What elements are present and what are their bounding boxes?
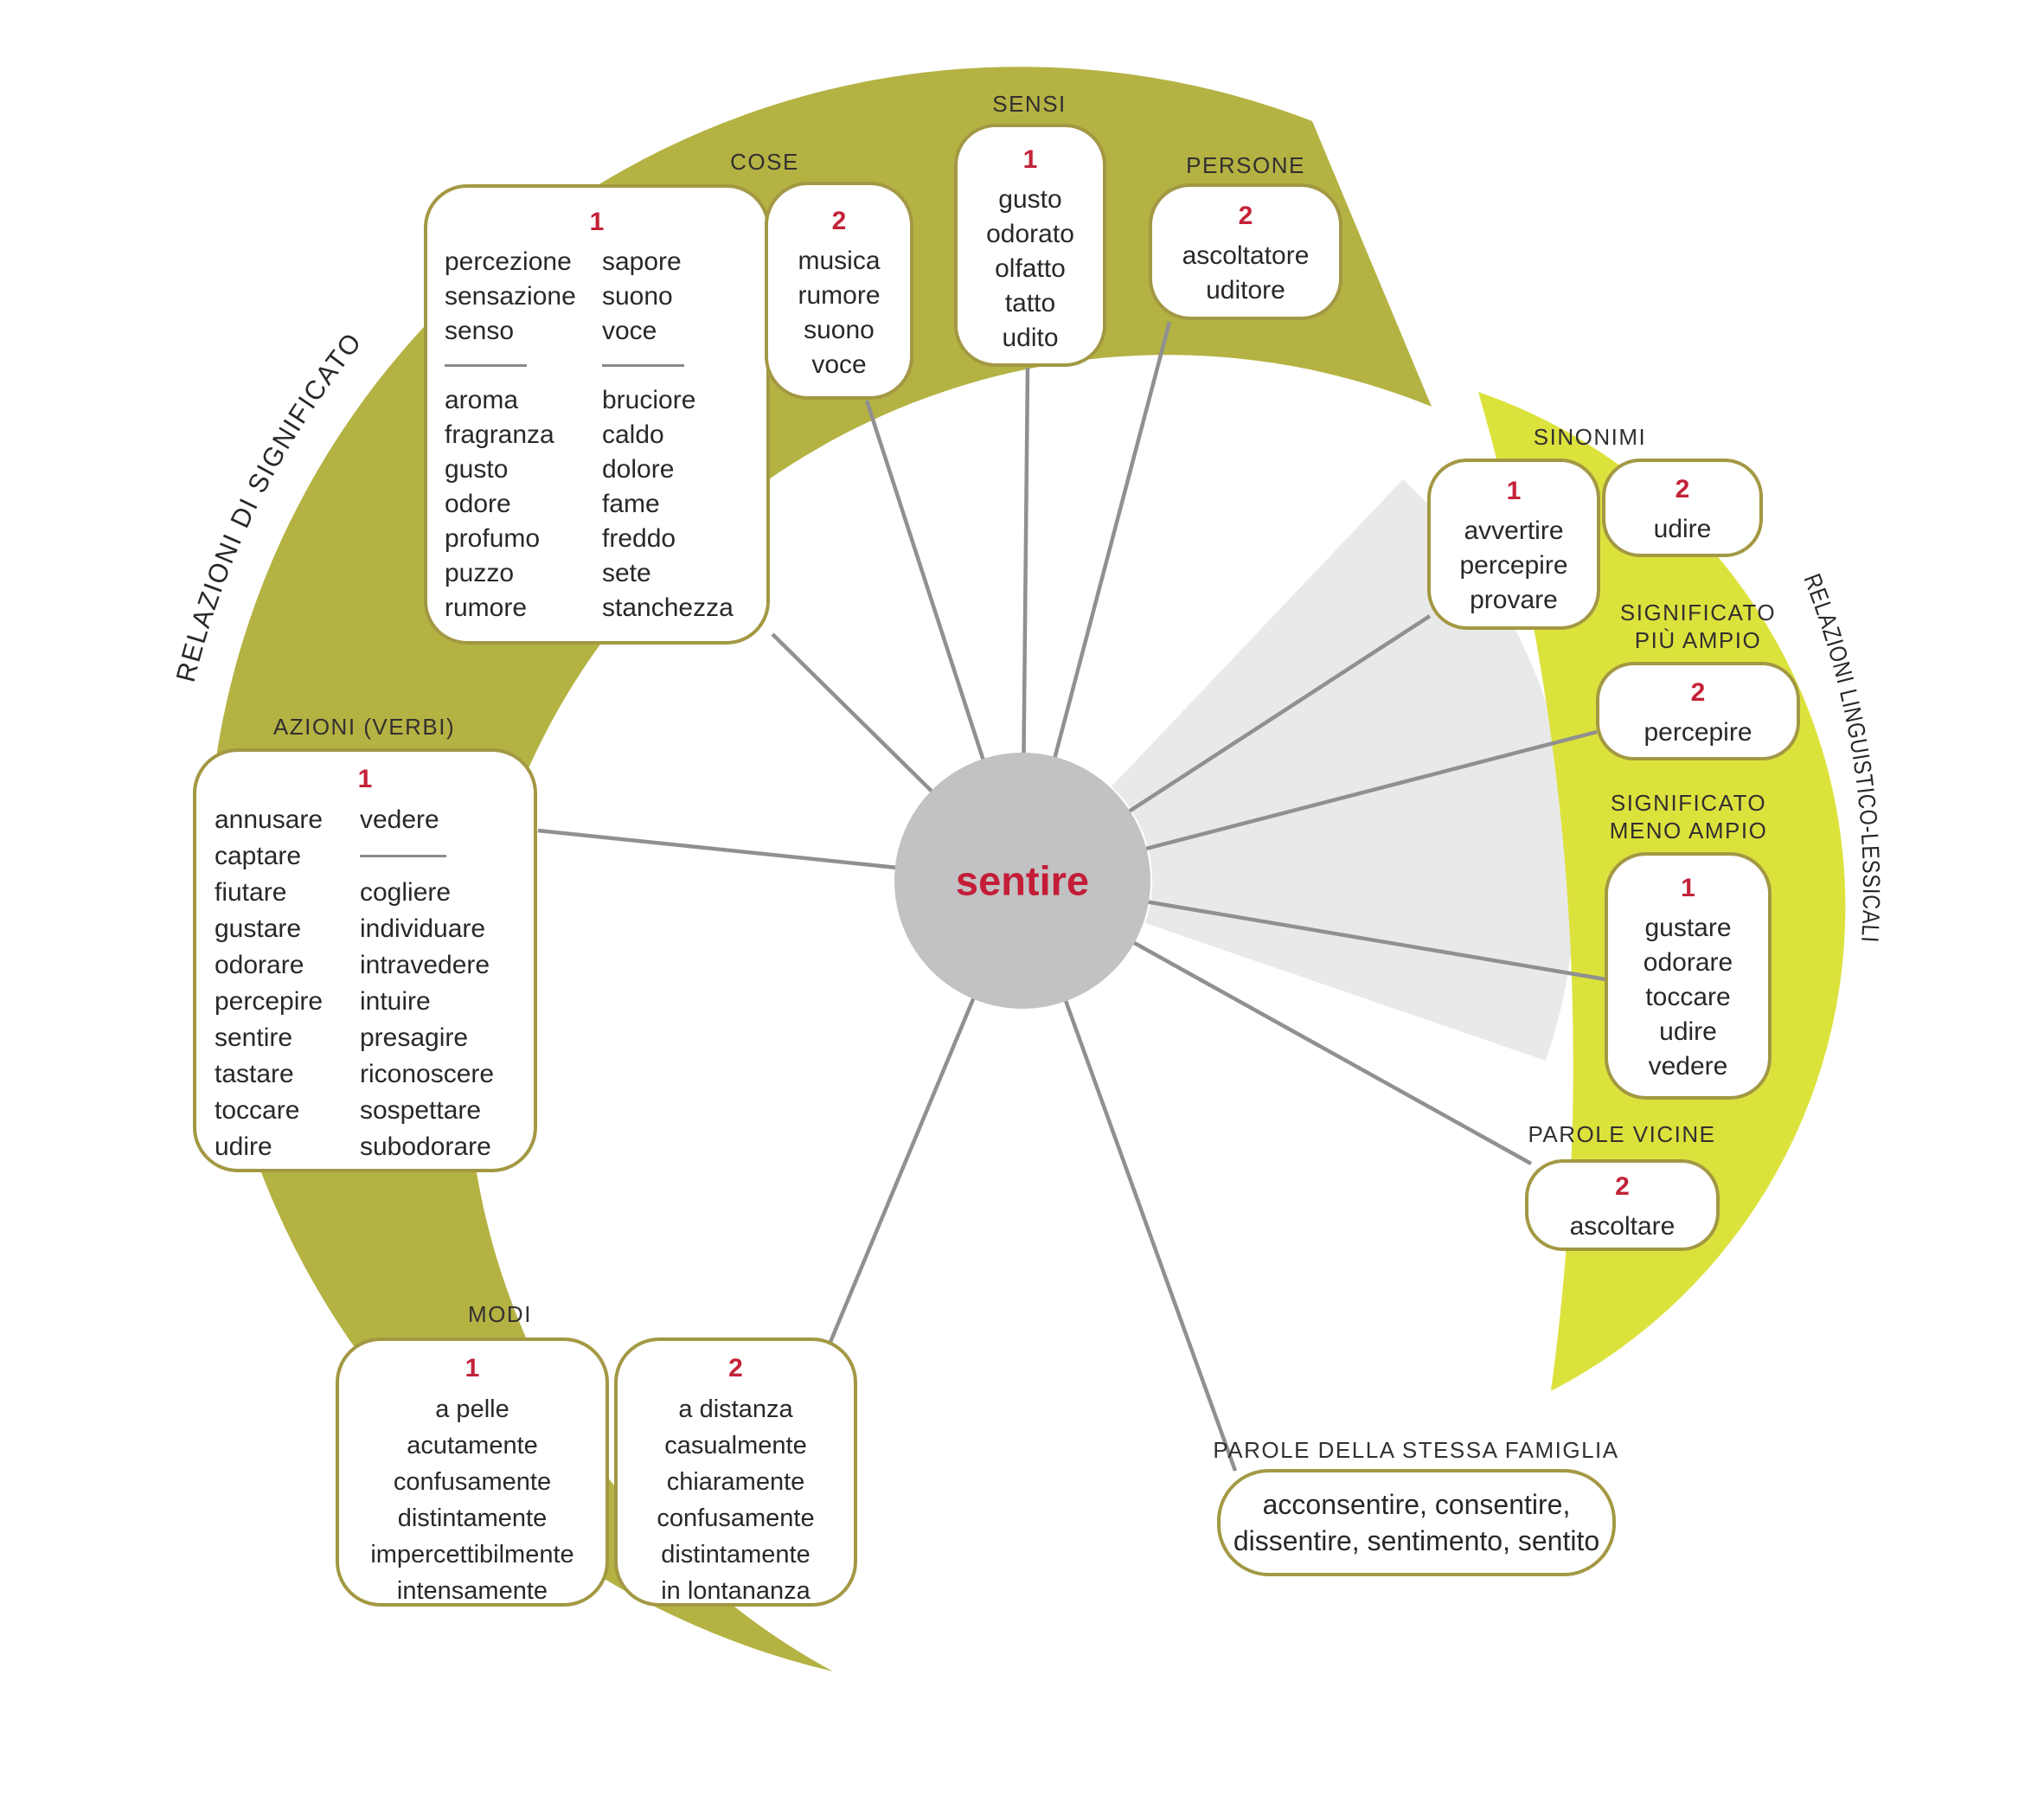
cose-column-2: sapore suono voce bruciore caldo dolore … — [602, 245, 749, 625]
section-label-azioni: AZIONI (VERBI) — [272, 714, 456, 740]
azioni-column-2: vedere cogliere individuare intravedere … — [360, 802, 516, 1165]
sense-number: 1 — [1506, 477, 1522, 505]
significato-piu-ampio-box: 2 percepire — [1596, 662, 1800, 760]
sinonimi-box-1: 1 avvertire percepire provare — [1427, 459, 1600, 630]
section-label-parole-vicine: PAROLE VICINE — [1528, 1121, 1716, 1147]
modi-box-2: 2 a distanza casualmente chiaramente con… — [614, 1338, 857, 1607]
section-label-modi: MODI — [468, 1301, 532, 1327]
cose-column-1: percezione sensazione senso aroma fragra… — [445, 245, 602, 625]
word-list: annusare captare fiutare gustare odorare… — [215, 805, 324, 1161]
word-list: a distanza casualmente chiaramente confu… — [657, 1395, 815, 1605]
sense-number: 1 — [1022, 145, 1038, 174]
word-list: a pelle acutamente confusamente distinta… — [370, 1395, 574, 1605]
section-label-significato-piu-ampio: SIGNIFICATO PIÙ AMPIO — [1619, 600, 1777, 653]
section-label-significato-meno-ampio: SIGNIFICATO MENO AMPIO — [1609, 790, 1768, 844]
cose-box-2: 2 musica rumore suono voce — [765, 182, 913, 400]
sense-number: 2 — [1690, 678, 1706, 707]
cose-box-1: 1 percezione sensazione senso aroma frag… — [424, 184, 770, 645]
word-list: percepire — [1644, 718, 1752, 747]
word-list: udire — [1653, 515, 1712, 543]
section-label-parole-famiglia: PAROLE DELLA STESSA FAMIGLIA — [1213, 1437, 1619, 1463]
section-label-sensi: SENSI — [992, 91, 1067, 117]
azioni-column-1: annusare captare fiutare gustare odorare… — [215, 802, 360, 1165]
word-list: musica rumore suono voce — [798, 247, 881, 379]
sense-number: 2 — [728, 1354, 743, 1382]
persone-box: 2 ascoltatore uditore — [1149, 183, 1342, 320]
word-list: acconsentire, consentire, dissentire, se… — [1233, 1489, 1600, 1556]
center-term: sentire — [955, 857, 1090, 904]
word-list: bruciore caldo dolore fame freddo sete s… — [602, 386, 734, 622]
word-list: percezione sensazione senso — [445, 247, 576, 345]
word-list: aroma fragranza gusto odore profumo puzz… — [445, 386, 554, 622]
word-list: gustare odorare toccare udire vedere — [1643, 914, 1733, 1081]
sinonimi-box-2: 2 udire — [1602, 459, 1763, 557]
group-divider — [602, 364, 684, 367]
parole-vicine-box: 2 ascoltare — [1525, 1159, 1720, 1251]
word-list: ascoltatore uditore — [1182, 241, 1310, 305]
word-list: ascoltare — [1569, 1212, 1676, 1241]
modi-box-1: 1 a pelle acutamente confusamente distin… — [336, 1338, 609, 1607]
azioni-columns: annusare captare fiutare gustare odorare… — [215, 802, 516, 1165]
sense-number: 2 — [1238, 202, 1253, 230]
section-label-sinonimi: SINONIMI — [1533, 424, 1647, 450]
section-label-persone: PERSONE — [1186, 152, 1305, 178]
group-divider — [445, 364, 527, 367]
sense-number: 1 — [465, 1354, 480, 1382]
sense-number: 2 — [1615, 1172, 1630, 1201]
section-label-cose: COSE — [730, 149, 799, 175]
sense-number: 2 — [1675, 475, 1690, 504]
significato-meno-ampio-box: 1 gustare odorare toccare udire vedere — [1605, 852, 1772, 1100]
word-list: avvertire percepire provare — [1459, 516, 1568, 614]
group-divider — [360, 855, 446, 857]
sense-number: 1 — [589, 208, 605, 236]
sensi-box: 1 gusto odorato olfatto tatto udito — [954, 124, 1106, 367]
sense-number: 2 — [831, 207, 847, 235]
word-list: cogliere individuare intravedere intuire… — [360, 878, 495, 1161]
sense-number: 1 — [357, 765, 373, 793]
center-circle — [894, 753, 1150, 1009]
parole-famiglia-box: acconsentire, consentire, dissentire, se… — [1217, 1469, 1616, 1576]
word-list: vedere — [360, 805, 439, 834]
azioni-box: 1 annusare captare fiutare gustare odora… — [193, 748, 537, 1172]
cose-columns: percezione sensazione senso aroma fragra… — [445, 245, 749, 625]
sense-number: 1 — [1681, 874, 1695, 902]
word-list: gusto odorato olfatto tatto udito — [986, 185, 1074, 352]
word-list: sapore suono voce — [602, 247, 682, 345]
